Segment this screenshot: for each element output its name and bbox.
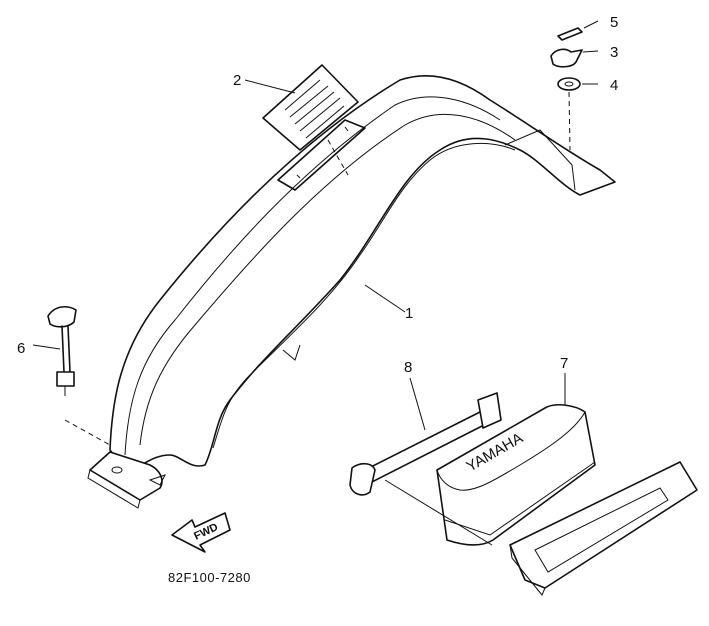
washer-part-4 <box>557 77 598 91</box>
callout-4: 4 <box>610 77 618 94</box>
callout-7: 7 <box>560 355 568 372</box>
callout-5: 5 <box>610 14 618 31</box>
callout-3: 3 <box>610 44 618 61</box>
callout-1: 1 <box>405 305 413 322</box>
decal-part-2 <box>244 64 359 176</box>
callout-2: 2 <box>233 72 241 89</box>
fender-part-1 <box>87 74 616 509</box>
fwd-direction-arrow: FWD <box>171 512 231 553</box>
callout-labels: 1 2 3 4 5 6 7 8 <box>17 14 618 376</box>
callout-6: 6 <box>17 340 25 357</box>
stud-bolt-part-6 <box>32 306 111 446</box>
bolt-part-5 <box>557 20 599 151</box>
part-code: 82F100-7280 <box>168 570 251 585</box>
callout-8: 8 <box>404 359 412 376</box>
wing-nut-part-3 <box>550 48 599 68</box>
strap-part-8 <box>349 377 502 546</box>
toolbox-bracket <box>509 461 698 596</box>
toolbox-part-7: YAMAHA <box>436 373 596 546</box>
